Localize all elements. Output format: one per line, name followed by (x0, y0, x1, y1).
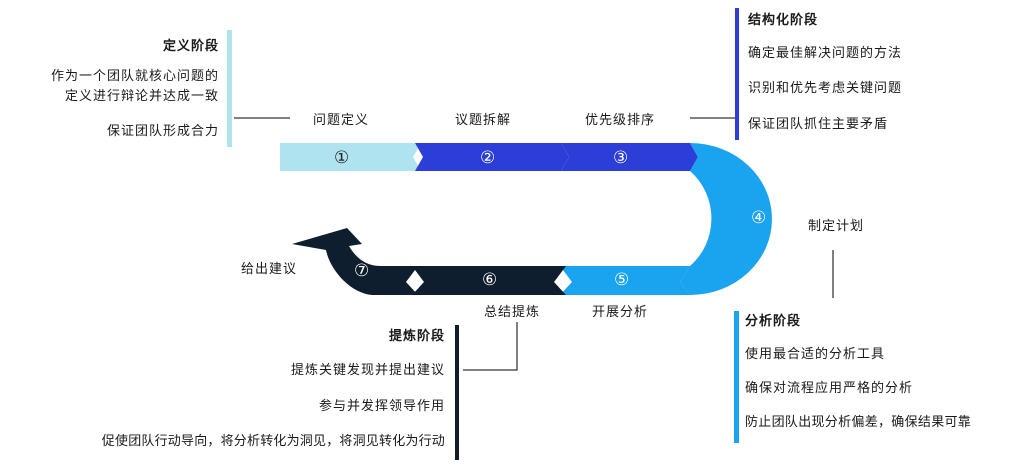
define-accent-bar (227, 30, 232, 147)
connector-refine (463, 322, 518, 371)
step-3-number: ③ (613, 148, 630, 168)
refine-phase-title: 提炼阶段 (388, 329, 445, 344)
structure-phase-line-3: 保证团队抓住主要矛盾 (748, 117, 889, 132)
structure-phase-title: 结构化阶段 (748, 13, 819, 28)
analysis-phase-line-2: 确保对流程应用严格的分析 (745, 381, 914, 396)
analysis-phase-line-1: 使用最合适的分析工具 (745, 347, 886, 362)
define-phase-line-3: 保证团队形成合力 (106, 124, 219, 139)
analysis-accent-bar (734, 311, 739, 443)
step-1-number: ① (334, 148, 351, 168)
step-3-label: 优先级排序 (585, 113, 656, 128)
step-2-number: ② (480, 148, 497, 168)
step-1-segment (280, 143, 421, 171)
step-4-label: 制定计划 (808, 219, 865, 234)
step-7-arrow (292, 228, 418, 295)
structure-phase-line-2: 识别和优先考虑关键问题 (748, 81, 903, 96)
step-7-number: ⑦ (354, 261, 371, 281)
define-phase-line-2: 定义进行辩论并达成一致 (64, 89, 219, 104)
define-phase-title: 定义阶段 (162, 39, 219, 54)
step-6-label: 总结提炼 (484, 305, 541, 320)
step-4-number: ④ (751, 208, 768, 228)
step-6-number: ⑥ (482, 270, 499, 290)
step-7-label: 给出建议 (241, 262, 298, 277)
refine-phase-line-3: 促使团队行动导向，将分析转化为洞见，将洞见转化为行动 (101, 434, 445, 449)
step-3-segment (561, 143, 698, 171)
refine-phase-line-1: 提炼关键发现并提出建议 (290, 363, 445, 378)
step-2-segment (415, 143, 569, 171)
step-5-number: ⑤ (614, 270, 631, 290)
analysis-phase-title: 分析阶段 (745, 314, 802, 329)
structure-phase-line-1: 确定最佳解决问题的方法 (748, 46, 903, 61)
step-1-label: 问题定义 (313, 113, 370, 128)
step-6-segment (412, 266, 566, 295)
step-4-curve (680, 143, 772, 295)
refine-phase-line-2: 参与并发挥领导作用 (318, 399, 445, 414)
step-5-segment (560, 266, 690, 295)
define-phase-line-1: 作为一个团队就核心问题的 (50, 69, 219, 84)
refine-accent-bar (455, 325, 459, 460)
structure-accent-bar (735, 8, 739, 140)
step-5-label: 开展分析 (592, 305, 649, 320)
analysis-phase-line-3: 防止团队出现分析偏差，确保结果可靠 (745, 415, 972, 430)
step-2-label: 议题拆解 (455, 113, 512, 128)
